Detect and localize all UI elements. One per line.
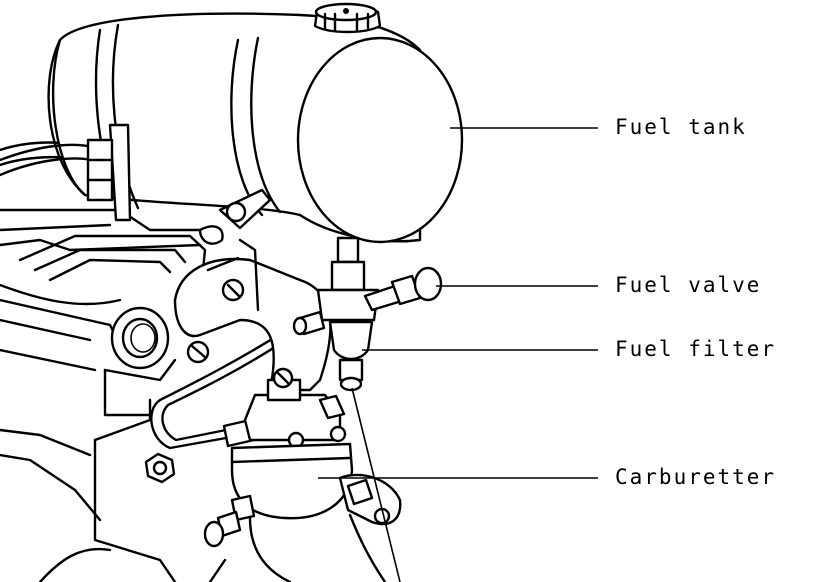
fuel-valve-label: Fuel valve — [615, 273, 762, 297]
carburetter-label: Carburetter — [615, 465, 777, 489]
inlet-manifold — [173, 238, 332, 392]
engine-block — [0, 141, 207, 582]
fuel-valve-assembly — [292, 236, 443, 392]
leader-drain-line — [351, 387, 401, 582]
fuel-pipe — [0, 138, 300, 450]
fuel-tank-label: Fuel tank — [615, 115, 747, 139]
fuel-filter-label: Fuel filter — [615, 337, 777, 361]
carburetter-drawing — [203, 367, 402, 582]
fuel-tank — [47, 2, 464, 245]
